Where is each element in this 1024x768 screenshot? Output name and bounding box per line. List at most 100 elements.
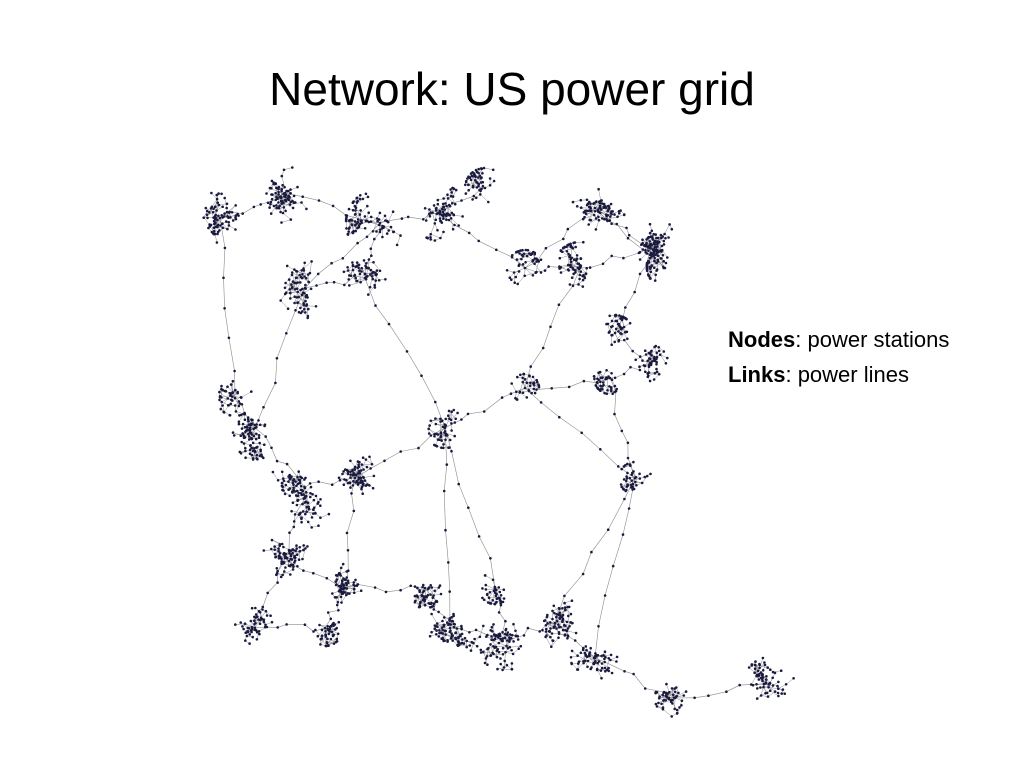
network-node xyxy=(567,605,571,609)
network-link xyxy=(624,291,635,308)
network-node xyxy=(241,625,244,628)
network-node xyxy=(345,478,348,482)
network-node xyxy=(304,295,308,299)
network-node xyxy=(300,269,303,272)
network-link xyxy=(588,218,597,225)
network-link xyxy=(611,255,624,259)
network-node xyxy=(216,201,219,204)
network-node xyxy=(596,209,599,213)
network-node xyxy=(248,633,252,636)
network-node xyxy=(626,337,629,341)
network-node xyxy=(762,685,765,689)
network-node xyxy=(779,669,783,672)
network-link xyxy=(551,637,559,647)
network-link xyxy=(621,430,629,443)
network-node xyxy=(314,628,317,632)
network-link xyxy=(218,203,228,206)
network-node xyxy=(551,617,554,621)
network-node xyxy=(633,290,636,294)
network-node xyxy=(282,545,285,549)
network-node xyxy=(447,409,451,413)
network-link xyxy=(386,589,401,593)
network-node xyxy=(600,666,604,670)
network-link xyxy=(478,240,497,251)
network-node xyxy=(250,436,253,440)
network-node xyxy=(514,275,518,279)
network-node xyxy=(509,636,513,640)
network-node xyxy=(610,389,613,393)
network-node xyxy=(492,179,496,183)
network-node xyxy=(776,684,779,688)
network-node xyxy=(304,547,307,550)
network-node xyxy=(644,370,647,374)
network-node xyxy=(523,378,527,381)
network-node xyxy=(494,594,498,598)
network-node xyxy=(359,194,362,197)
network-node xyxy=(670,687,674,690)
network-node xyxy=(615,387,618,391)
network-node xyxy=(600,662,604,665)
network-node xyxy=(429,419,433,423)
network-node xyxy=(282,168,286,172)
network-node xyxy=(571,284,575,288)
network-node xyxy=(345,215,348,219)
network-node xyxy=(295,547,298,550)
network-link xyxy=(341,594,347,603)
network-node xyxy=(584,272,588,275)
network-node xyxy=(537,260,541,263)
network-node xyxy=(452,622,456,626)
network-node xyxy=(378,269,382,273)
network-node xyxy=(648,256,652,260)
network-node xyxy=(257,436,261,440)
network-node xyxy=(220,400,223,404)
network-node xyxy=(434,422,438,426)
network-node xyxy=(511,652,515,656)
network-node xyxy=(609,215,612,218)
network-node xyxy=(624,306,627,309)
network-node xyxy=(648,240,651,243)
network-node xyxy=(212,216,215,219)
network-link xyxy=(373,262,381,271)
network-node xyxy=(383,214,387,218)
network-node xyxy=(662,691,665,695)
network-node xyxy=(237,404,241,408)
network-node xyxy=(760,677,764,681)
network-node xyxy=(467,188,471,192)
network-node xyxy=(610,378,614,381)
network-node xyxy=(221,404,224,407)
network-node xyxy=(599,380,602,384)
network-node xyxy=(276,581,279,584)
network-node xyxy=(349,459,352,463)
network-node xyxy=(443,629,447,633)
network-node xyxy=(616,215,619,219)
network-node xyxy=(568,625,571,628)
network-node xyxy=(352,581,356,584)
network-node xyxy=(544,627,548,631)
network-node xyxy=(345,227,348,230)
network-node xyxy=(482,410,486,413)
network-link xyxy=(631,478,640,481)
network-node xyxy=(216,232,219,236)
network-node xyxy=(233,369,236,373)
network-node xyxy=(759,686,762,689)
network-node xyxy=(320,634,324,637)
network-node xyxy=(204,206,208,210)
network-node xyxy=(383,459,386,463)
network-node xyxy=(345,531,349,535)
network-node xyxy=(513,281,516,284)
network-node xyxy=(423,598,427,602)
network-node xyxy=(374,304,377,307)
network-node xyxy=(293,295,296,298)
network-node xyxy=(212,232,216,236)
network-node xyxy=(241,432,244,435)
network-link xyxy=(263,549,275,551)
network-node xyxy=(497,641,501,645)
network-node xyxy=(497,633,500,636)
network-node xyxy=(229,394,232,397)
network-node xyxy=(510,254,514,257)
network-node xyxy=(334,580,337,583)
network-node xyxy=(325,644,328,648)
network-node xyxy=(620,429,624,433)
network-node xyxy=(582,240,585,244)
network-node xyxy=(293,268,296,271)
